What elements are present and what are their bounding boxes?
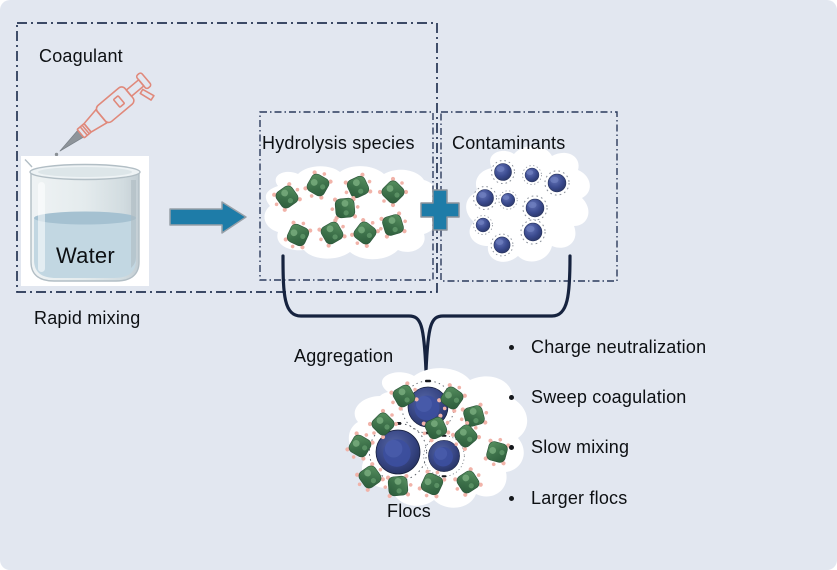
list-item: Larger flocs [509,488,706,508]
list-item: Charge neutralization [509,337,706,357]
rapid-mixing-caption: Rapid mixing [34,308,141,328]
aggregation-label: Aggregation [294,346,394,366]
arrow-right-icon [169,201,247,234]
plus-icon [420,189,460,231]
rapid-mixing-box [16,22,438,293]
mechanism-label: Charge neutralization [531,336,707,357]
flocs-label: Flocs [387,501,432,521]
dot-icon [509,495,514,501]
list-item: Slow mixing [509,437,706,457]
mechanism-label: Slow mixing [531,436,630,457]
mechanism-label: Sweep coagulation [531,386,687,407]
water-label: Water [56,243,115,268]
mechanism-list: Charge neutralization Sweep coagulation … [509,337,706,538]
floc-cluster [341,368,528,508]
coagulant-label: Coagulant [39,46,123,66]
pipette-icon [54,72,155,157]
beaker-icon [21,156,149,286]
dot-icon [509,344,514,350]
dot-icon [509,444,514,450]
hydrolysis-label: Hydrolysis species [262,133,415,153]
mechanism-label: Larger flocs [531,487,628,508]
dot-icon [509,394,514,400]
list-item: Sweep coagulation [509,387,706,407]
contaminants-label: Contaminants [452,133,566,153]
